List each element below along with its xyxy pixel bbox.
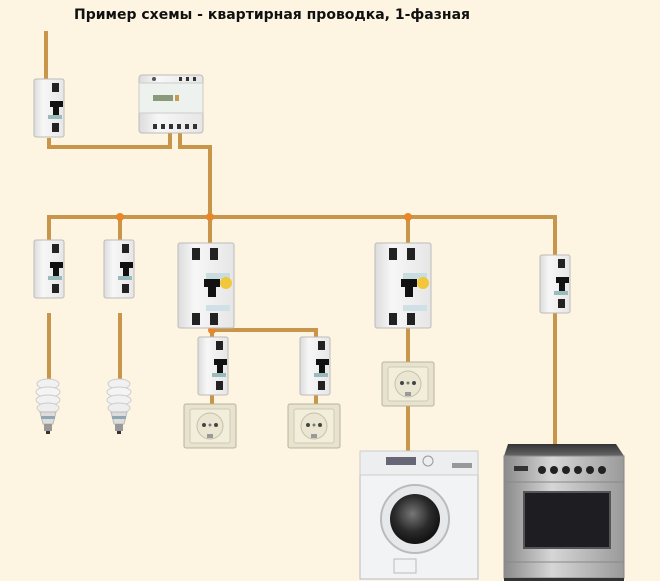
junction-node	[206, 213, 214, 221]
junctions	[116, 213, 412, 334]
socket-icon	[183, 403, 237, 449]
rcd-sockets	[177, 242, 235, 329]
breaker-socket-1	[197, 336, 229, 396]
electric-meter	[138, 74, 204, 134]
breaker-socket-2	[299, 336, 331, 396]
breaker-stove	[539, 254, 571, 314]
wire-meter-to-bus	[178, 129, 212, 219]
main-breaker	[33, 78, 65, 138]
cfl-lamp-icon	[106, 378, 132, 435]
breaker-light-1	[33, 239, 65, 299]
washing-machine-icon	[359, 450, 479, 580]
rcd-washer	[374, 242, 432, 329]
socket-icon	[381, 361, 435, 407]
junction-node	[404, 213, 412, 221]
wire-breaker-to-meter	[47, 129, 172, 149]
electric-stove-icon	[503, 444, 625, 581]
breaker-light-2	[103, 239, 135, 299]
socket-icon	[287, 403, 341, 449]
junction-node	[116, 213, 124, 221]
cfl-lamp-icon	[35, 378, 61, 435]
diagram-title: Пример схемы - квартирная проводка, 1-фа…	[74, 7, 470, 23]
